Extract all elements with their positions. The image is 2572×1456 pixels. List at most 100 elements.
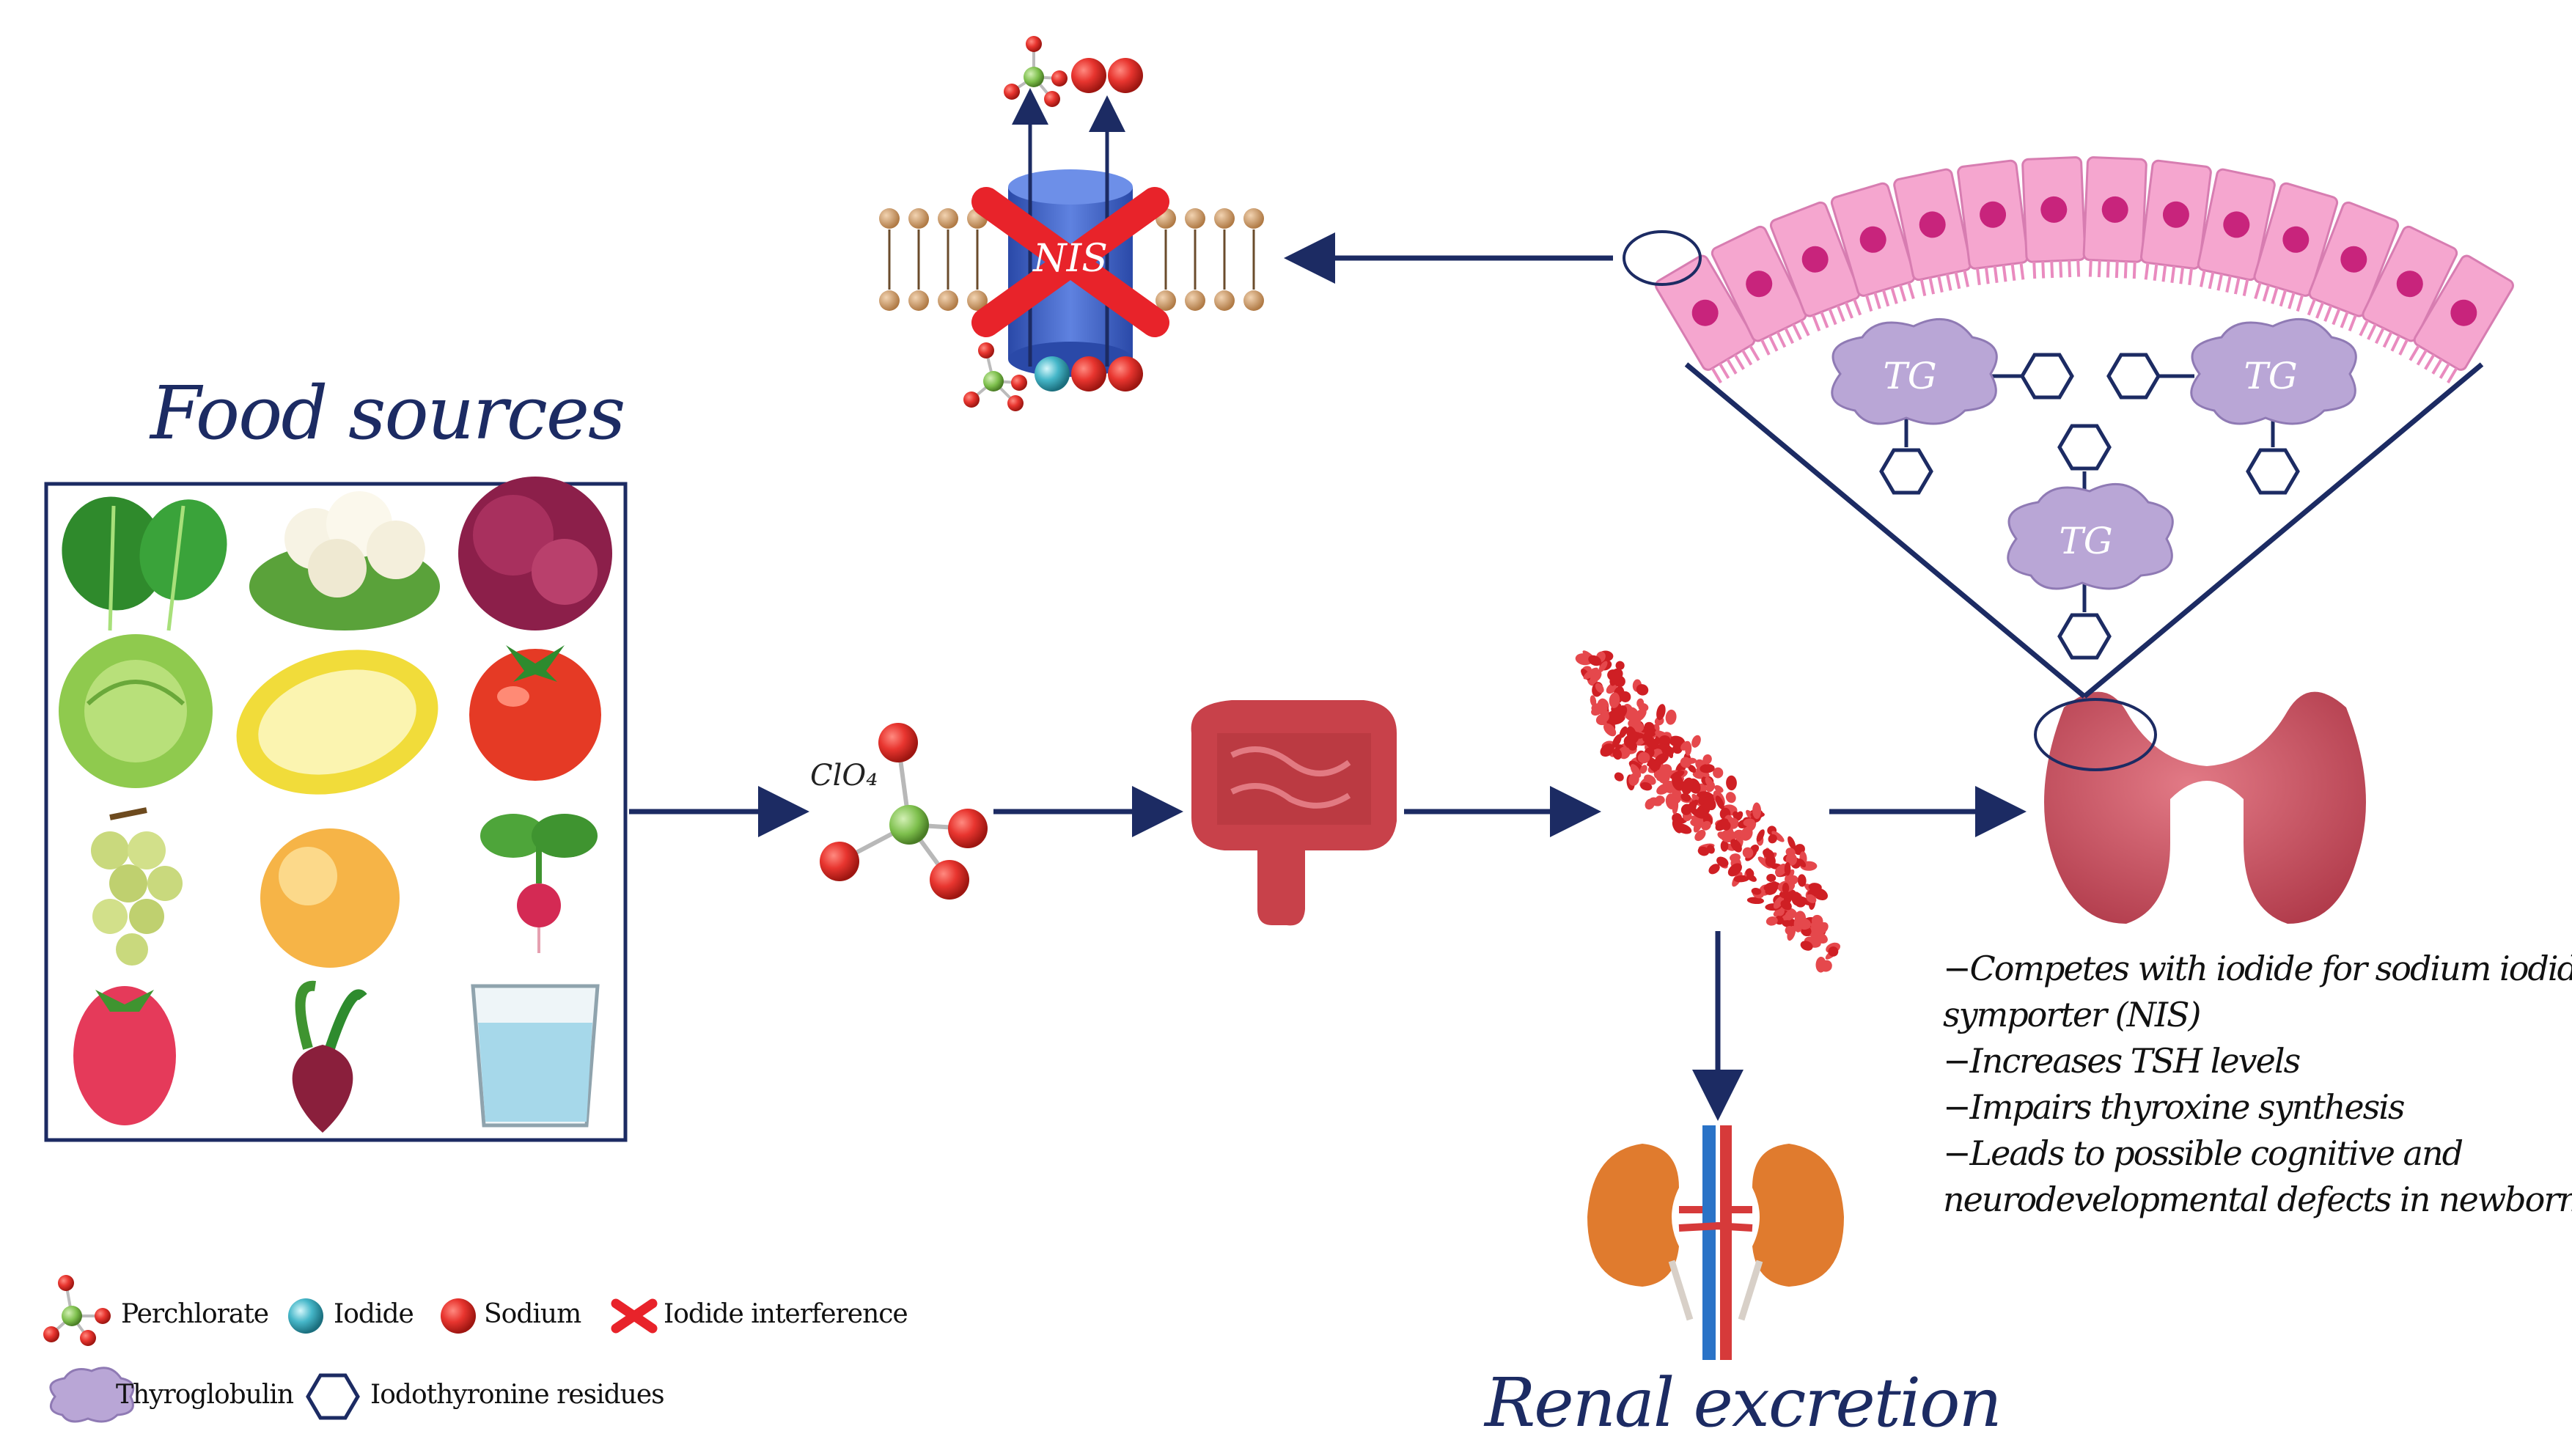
red-blood-cell bbox=[1612, 748, 1623, 760]
legend-iodothyronine-label: Iodothyronine residues bbox=[370, 1380, 665, 1410]
red-blood-cell bbox=[1705, 776, 1714, 788]
flow-arrows bbox=[629, 232, 2027, 1121]
red-blood-cell bbox=[1669, 797, 1679, 809]
red-blood-cell bbox=[1780, 900, 1792, 911]
thyroglobulin-icon: TG bbox=[2190, 317, 2357, 425]
red-blood-cell bbox=[1642, 729, 1654, 743]
red-blood-cell bbox=[1689, 807, 1705, 819]
red-blood-cell bbox=[1626, 726, 1636, 740]
red-blood-cell bbox=[1766, 916, 1778, 926]
follicle-cell bbox=[1655, 254, 1760, 384]
red-blood-cell bbox=[1742, 847, 1754, 858]
thyroglobulin-icon: TG bbox=[1831, 317, 1998, 425]
sodium-icon bbox=[1071, 356, 1106, 391]
red-blood-cell bbox=[1588, 655, 1602, 666]
red-blood-cell bbox=[1806, 894, 1817, 904]
follicle-cell bbox=[2082, 156, 2147, 279]
iodothyronine-residue-icon bbox=[2109, 355, 2158, 397]
red-blood-cell bbox=[1614, 772, 1624, 782]
red-blood-cell bbox=[1591, 707, 1602, 716]
follicle-cell bbox=[2409, 254, 2514, 384]
red-blood-cell bbox=[1720, 832, 1734, 843]
red-blood-cell bbox=[1800, 941, 1813, 951]
sodium-icon bbox=[1108, 58, 1143, 93]
nis-label: NIS bbox=[1032, 237, 1108, 281]
legend-thyroglobulin-icon bbox=[49, 1367, 135, 1423]
effect-line: neurodevelopmental defects in newborns bbox=[1943, 1180, 2572, 1219]
red-blood-cell bbox=[1726, 775, 1737, 791]
red-blood-cell bbox=[1746, 873, 1757, 882]
water-glass-icon bbox=[471, 984, 600, 1128]
red-blood-cell bbox=[1620, 691, 1631, 702]
sodium-icon bbox=[1071, 58, 1106, 93]
red-blood-cell bbox=[1756, 829, 1765, 842]
follicle-cell bbox=[1830, 182, 1916, 312]
food-items bbox=[59, 477, 612, 1133]
red-blood-cell bbox=[1785, 853, 1798, 866]
red-blood-cell bbox=[1700, 763, 1715, 773]
red-blood-cell bbox=[1820, 960, 1832, 971]
red-blood-cell bbox=[1611, 668, 1623, 680]
perchlorate-small-icon bbox=[1004, 36, 1068, 107]
lipid-head-icon bbox=[938, 208, 958, 229]
follicle-cell bbox=[1893, 168, 1972, 296]
red-blood-cell bbox=[1735, 811, 1744, 821]
follicle-cell bbox=[2140, 159, 2212, 285]
red-blood-cell bbox=[1609, 692, 1620, 708]
lipid-head-icon bbox=[1185, 208, 1205, 229]
follicle-cell bbox=[2197, 168, 2276, 296]
red-blood-cell bbox=[1665, 744, 1674, 759]
red-blood-cell bbox=[1768, 880, 1779, 895]
lipid-head-icon bbox=[1243, 290, 1264, 311]
follicle-cell bbox=[2021, 156, 2087, 279]
red-blood-cell bbox=[1743, 818, 1755, 827]
red-blood-cell bbox=[1639, 765, 1647, 774]
perchlorate-small-icon bbox=[963, 342, 1027, 411]
red-blood-cell bbox=[1612, 734, 1622, 748]
red-blood-cell bbox=[1637, 751, 1650, 764]
tg-label: TG bbox=[2244, 355, 2297, 397]
legend-sodium-label: Sodium bbox=[484, 1299, 581, 1329]
follicle-cell bbox=[1711, 225, 1810, 356]
red-blood-cell bbox=[1693, 817, 1703, 833]
lipid-head-icon bbox=[1214, 208, 1235, 229]
follicle-cell bbox=[2359, 225, 2458, 356]
red-blood-cell bbox=[1794, 911, 1807, 926]
intestine-icon bbox=[1191, 700, 1397, 926]
red-blood-cell bbox=[1785, 911, 1793, 921]
red-blood-cell bbox=[1797, 874, 1807, 887]
perchlorate-molecule bbox=[820, 723, 988, 900]
red-blood-cell bbox=[1715, 795, 1724, 810]
effects-list: −Competes with iodide for sodium iodide … bbox=[1943, 946, 2572, 1223]
red-blood-cell bbox=[1697, 846, 1710, 856]
red-blood-cell bbox=[1656, 704, 1666, 721]
red-blood-cell bbox=[1600, 743, 1614, 757]
follicle-cell bbox=[1957, 159, 2029, 285]
red-blood-cell bbox=[1583, 667, 1598, 680]
red-blood-cell bbox=[1775, 864, 1786, 877]
lipid-head-icon bbox=[908, 290, 929, 311]
red-blood-cell bbox=[1640, 782, 1653, 791]
red-blood-cell bbox=[1785, 869, 1795, 882]
follicle-cell bbox=[2307, 201, 2400, 332]
thyroid-gland-icon bbox=[2034, 691, 2366, 924]
lipid-head-icon bbox=[879, 208, 900, 229]
red-blood-cell bbox=[1645, 798, 1656, 810]
follicle-cell bbox=[2253, 182, 2339, 312]
effect-line: −Increases TSH levels bbox=[1943, 1041, 2301, 1081]
red-blood-cell bbox=[1713, 767, 1724, 779]
grapes-icon bbox=[91, 807, 183, 966]
red-blood-cell bbox=[1607, 710, 1620, 725]
cauliflower-icon bbox=[249, 491, 440, 630]
lipid-head-icon bbox=[1214, 290, 1235, 311]
lipid-head-icon bbox=[879, 290, 900, 311]
red-blood-cell bbox=[1628, 773, 1639, 786]
red-blood-cell bbox=[1638, 703, 1649, 712]
effect-line: symporter (NIS) bbox=[1943, 995, 2202, 1034]
legend-perchlorate-label: Perchlorate bbox=[121, 1299, 269, 1329]
red-blood-cell bbox=[1810, 922, 1822, 936]
red-blood-cell bbox=[1733, 875, 1750, 883]
raspberry-icon bbox=[73, 986, 176, 1125]
tg-label: TG bbox=[2059, 520, 2112, 562]
